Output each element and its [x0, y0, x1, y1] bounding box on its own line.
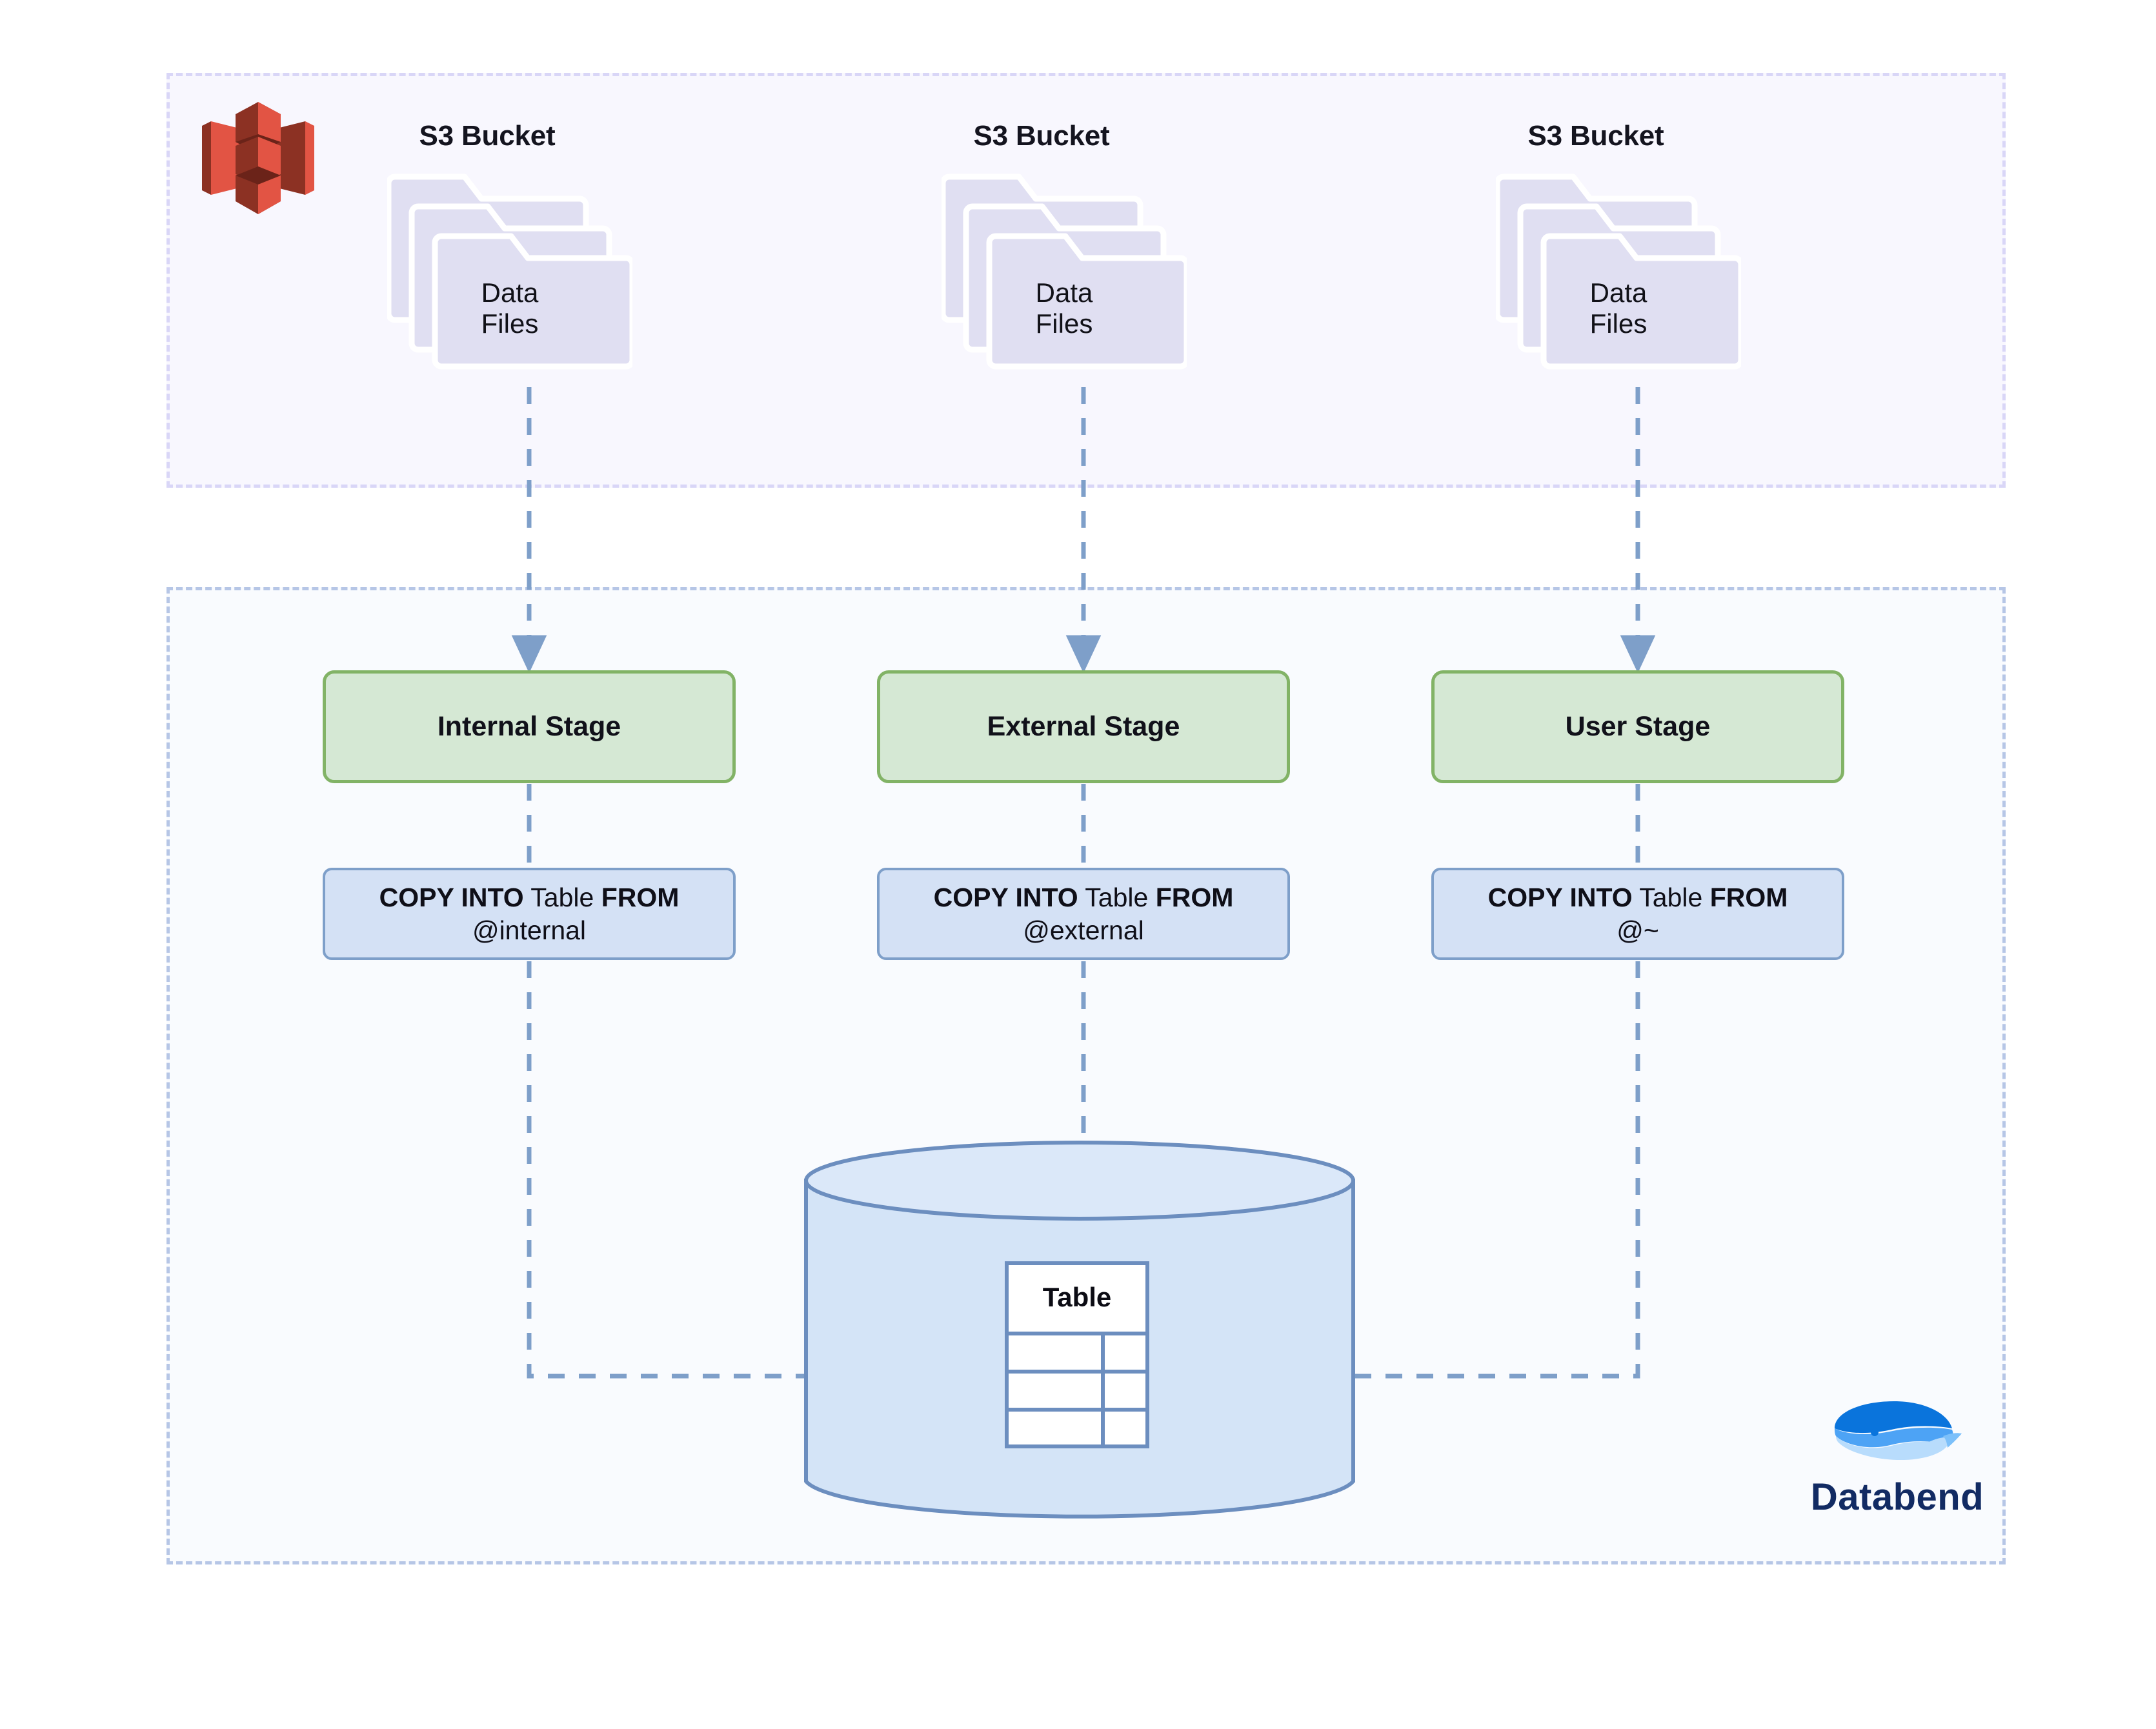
stage-label-external: External Stage [987, 711, 1180, 742]
stage-box-user[interactable]: User Stage [1431, 670, 1844, 783]
stage-box-internal[interactable]: Internal Stage [323, 670, 736, 783]
copy-kw-into-2: COPY INTO [933, 883, 1078, 913]
s3-bucket-title-3: S3 Bucket [1527, 120, 1664, 152]
databend-brand: Databend [1800, 1400, 1994, 1548]
data-files-folder-stack-1: Data Files [387, 163, 632, 375]
copy-target-2: @external [1023, 915, 1144, 945]
copy-into-box-internal[interactable]: COPY INTO Table FROM @internal [323, 868, 736, 960]
stage-box-external[interactable]: External Stage [877, 670, 1290, 783]
copy-target-3: @~ [1617, 915, 1659, 945]
databend-wordmark: Databend [1810, 1476, 1984, 1518]
stage-label-user: User Stage [1565, 711, 1711, 742]
copy-object-2: Table [1078, 883, 1156, 913]
copy-object-1: Table [523, 883, 601, 913]
aws-s3-logo [197, 97, 319, 219]
copy-into-box-external[interactable]: COPY INTO Table FROM @external [877, 868, 1290, 960]
copy-into-box-user[interactable]: COPY INTO Table FROM @~ [1431, 868, 1844, 960]
copy-kw-into-1: COPY INTO [379, 883, 524, 913]
databend-whale-logo [1835, 1401, 1962, 1461]
s3-bucket-title-1: S3 Bucket [419, 120, 556, 152]
copy-kw-from-1: FROM [601, 883, 680, 913]
stage-label-internal: Internal Stage [437, 711, 621, 742]
data-files-folder-stack-3: Data Files [1496, 163, 1741, 375]
copy-object-3: Table [1632, 883, 1710, 913]
s3-bucket-title-2: S3 Bucket [973, 120, 1110, 152]
data-files-folder-stack-2: Data Files [942, 163, 1187, 375]
table-glyph: Table [1005, 1261, 1149, 1448]
copy-target-1: @internal [472, 915, 587, 945]
copy-kw-into-3: COPY INTO [1487, 883, 1633, 913]
copy-kw-from-3: FROM [1709, 883, 1788, 913]
copy-kw-from-2: FROM [1155, 883, 1234, 913]
